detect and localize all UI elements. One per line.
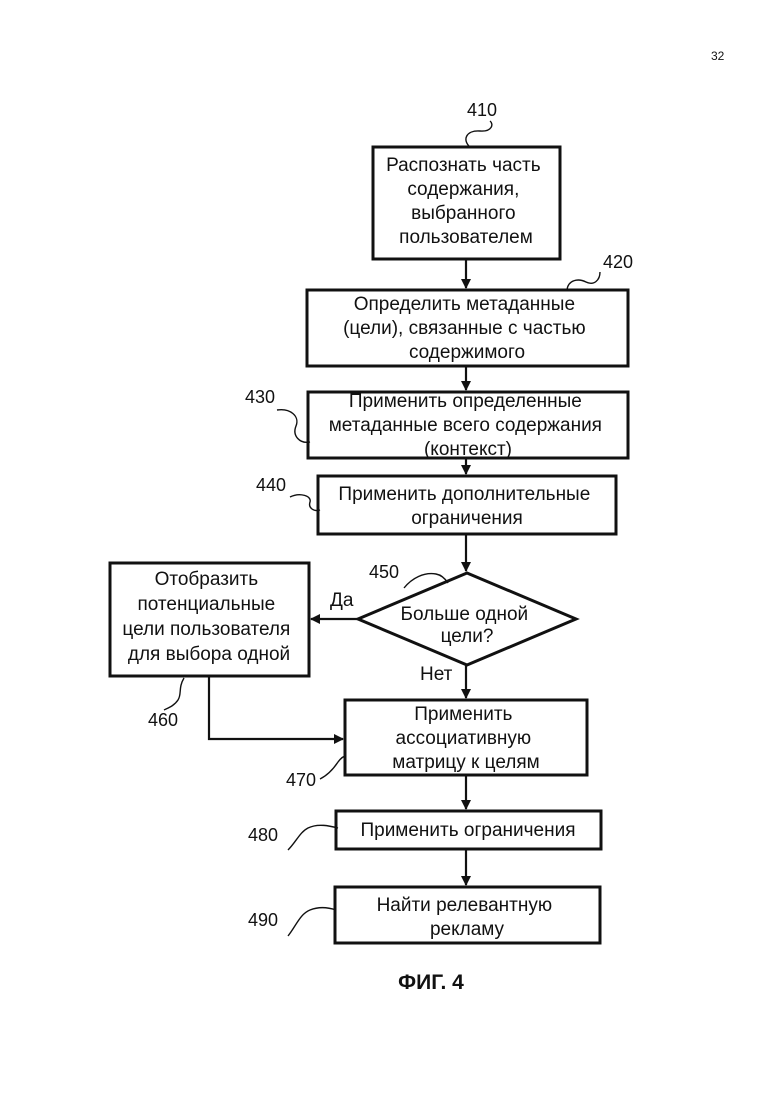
leader-480 — [287, 824, 339, 851]
ref-420: 420 — [603, 252, 633, 272]
leader-450 — [403, 572, 449, 589]
figure-label: ФИГ. 4 — [398, 971, 464, 994]
step-410-box — [371, 145, 562, 261]
leader-490 — [287, 907, 337, 937]
step-430-text: Применить определенные метаданные всего … — [329, 391, 608, 460]
step-470-text: Применить ассоциативную матрицу к целям — [392, 704, 539, 773]
connectors — [207, 259, 471, 886]
step-470: Применить ассоциативную матрицу к целям … — [286, 698, 589, 790]
ref-460: 460 — [148, 710, 178, 730]
ref-440: 440 — [256, 475, 286, 495]
step-410-text: Распознать часть содержания, выбранного … — [386, 155, 546, 248]
ref-470: 470 — [286, 770, 316, 790]
step-460-box — [108, 561, 311, 678]
step-420-box — [305, 288, 630, 368]
ref-430: 430 — [245, 387, 275, 407]
arrow-460-470 — [207, 676, 344, 744]
step-460-text: Отобразить потенциальные цели пользовате… — [122, 569, 295, 665]
step-490: Найти релевантную рекламу 490 — [248, 885, 602, 945]
ref-480: 480 — [248, 825, 278, 845]
branch-no-label: Нет — [420, 664, 453, 685]
leader-430 — [276, 409, 311, 443]
step-480: Применить ограничения 480 — [248, 809, 603, 851]
step-430: Применить определенные метаданные всего … — [245, 387, 630, 460]
step-490-box — [333, 885, 602, 945]
step-430-box — [306, 390, 630, 460]
branch-yes-label: Да — [330, 590, 354, 611]
leader-470 — [319, 755, 347, 780]
leader-460 — [163, 677, 185, 711]
step-470-box — [343, 698, 589, 777]
step-480-text: Применить ограничения — [360, 820, 575, 841]
step-410: Распознать часть содержания, выбранного … — [371, 100, 562, 261]
ref-490: 490 — [248, 910, 278, 930]
step-480-box — [334, 809, 603, 851]
step-420-text: Определить метаданные (цели), связанные … — [343, 294, 591, 363]
step-460: Отобразить потенциальные цели пользовате… — [108, 561, 311, 730]
step-450-text: Больше одной цели? — [401, 604, 534, 647]
step-420: Определить метаданные (цели), связанные … — [305, 252, 633, 368]
ref-410: 410 — [467, 100, 497, 120]
ref-450: 450 — [369, 562, 399, 582]
step-440-box — [316, 474, 618, 536]
leader-410 — [465, 120, 493, 148]
step-490-text: Найти релевантную рекламу — [377, 895, 558, 940]
leader-420 — [566, 271, 601, 291]
leader-440 — [289, 494, 321, 512]
step-440: Применить дополнительные ограничения 440 — [256, 474, 618, 536]
page-number: 32 — [711, 49, 725, 63]
step-450: Больше одной цели? 450 — [354, 562, 580, 667]
step-440-text: Применить дополнительные ограничения — [338, 484, 595, 529]
